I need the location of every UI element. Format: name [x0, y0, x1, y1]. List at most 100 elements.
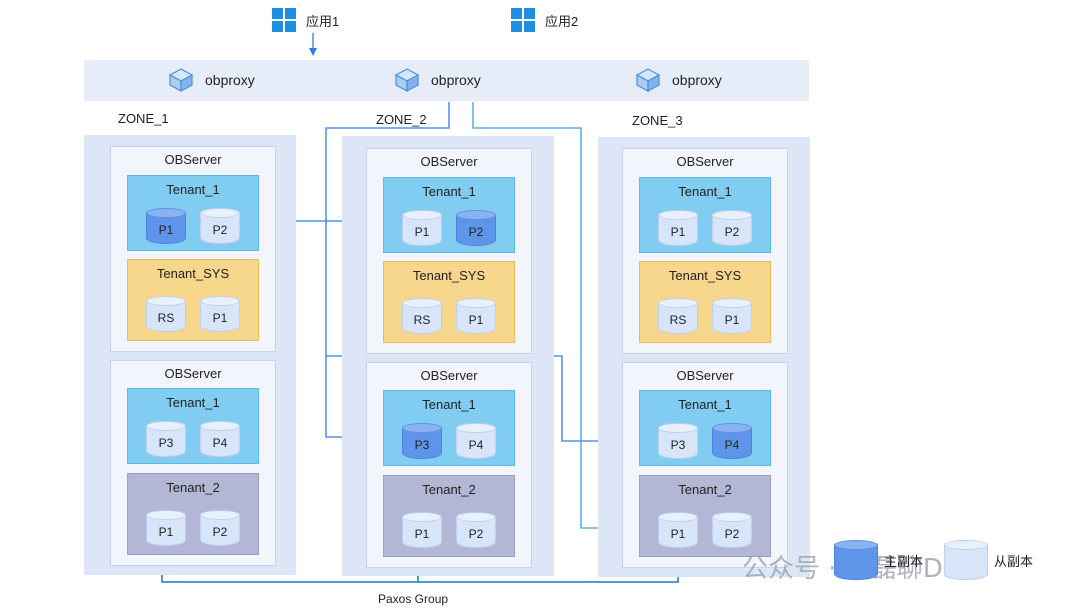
- tenant-sys: Tenant_SYS RS P1: [383, 261, 515, 343]
- observer-zone1-1: OBServer Tenant_1 P1 P2 Tenant_SYS RS P1: [110, 146, 276, 352]
- legend-follower: 从副本: [944, 540, 1033, 580]
- tenant-sys: Tenant_SYS RS P1: [639, 261, 771, 343]
- tenant-title: Tenant_1: [422, 397, 476, 412]
- obproxy-layer: [84, 60, 809, 101]
- tenant-2: Tenant_2 P1 P2: [383, 475, 515, 557]
- follower-replica: RS: [658, 298, 698, 334]
- database-cylinder-icon: [402, 512, 442, 522]
- database-cylinder-icon: [200, 421, 240, 431]
- tenant-1: Tenant_1 P3 P4: [639, 390, 771, 466]
- observer-title: OBServer: [420, 154, 478, 169]
- tenant-1: Tenant_1 P1 P2: [639, 177, 771, 253]
- follower-replica: P2: [456, 512, 496, 548]
- zone-1-label: ZONE_1: [118, 111, 169, 126]
- tenant-title: Tenant_1: [678, 397, 732, 412]
- tenant-2: Tenant_2 P1 P2: [639, 475, 771, 557]
- app-1-label: 应用1: [306, 13, 340, 29]
- observer-zone3-1: OBServer Tenant_1 P1 P2 Tenant_SYS RS P1: [622, 148, 788, 354]
- database-cylinder-icon: [834, 540, 878, 580]
- observer-zone2-1: OBServer Tenant_1 P1 P2 Tenant_SYS RS P1: [366, 148, 532, 354]
- follower-replica: P1: [456, 298, 496, 334]
- observer-title: OBServer: [164, 366, 222, 381]
- tenant-1: Tenant_1 P1 P2: [127, 175, 259, 251]
- tenant-1: Tenant_1 P3 P4: [383, 390, 515, 466]
- database-cylinder-icon: [402, 298, 442, 308]
- tenant-title: Tenant_2: [678, 482, 732, 497]
- follower-replica: P1: [712, 298, 752, 334]
- database-cylinder-icon: [146, 208, 186, 218]
- follower-replica: P2: [200, 208, 240, 244]
- paxos-group-label: Paxos Group: [378, 592, 449, 606]
- database-cylinder-icon: [712, 298, 752, 308]
- follower-replica: P2: [200, 510, 240, 546]
- follower-replica: P4: [200, 421, 240, 457]
- tenant-title: Tenant_1: [678, 184, 732, 199]
- leader-replica: P1: [146, 208, 186, 244]
- tenant-1: Tenant_1 P1 P2: [383, 177, 515, 253]
- app-1: 应用1: [272, 8, 339, 32]
- app-2: 应用2: [511, 8, 578, 32]
- database-cylinder-icon: [658, 512, 698, 522]
- observer-title: OBServer: [164, 152, 222, 167]
- follower-replica: P4: [456, 423, 496, 459]
- observer-zone2-2: OBServer Tenant_1 P3 P4 Tenant_2 P1 P2: [366, 362, 532, 568]
- legend-follower-label: 从副本: [994, 553, 1034, 569]
- follower-replica: P1: [146, 510, 186, 546]
- database-cylinder-icon: [456, 210, 496, 220]
- obproxy-3: obproxy: [634, 66, 722, 94]
- database-cylinder-icon: [200, 208, 240, 218]
- leader-replica: P2: [456, 210, 496, 246]
- database-cylinder-icon: [456, 512, 496, 522]
- zone-2-label: ZONE_2: [376, 112, 427, 127]
- observer-title: OBServer: [420, 368, 478, 383]
- follower-replica: P3: [658, 423, 698, 459]
- follower-replica: P1: [658, 512, 698, 548]
- database-cylinder-icon: [712, 423, 752, 433]
- windows-icon: [511, 8, 535, 32]
- tenant-title: Tenant_SYS: [156, 266, 230, 281]
- tenant-2: Tenant_2 P1 P2: [127, 473, 259, 555]
- tenant-title: Tenant_1: [166, 395, 220, 410]
- database-cylinder-icon: [712, 210, 752, 220]
- leader-replica: P3: [402, 423, 442, 459]
- tenant-title: Tenant_SYS: [412, 268, 486, 283]
- obproxy-icon: [168, 68, 194, 93]
- tenant-title: Tenant_1: [422, 184, 476, 199]
- follower-replica: P2: [712, 210, 752, 246]
- windows-icon: [272, 8, 296, 32]
- obproxy-2: obproxy: [393, 66, 481, 94]
- tenant-1: Tenant_1 P3 P4: [127, 388, 259, 464]
- leader-replica: P4: [712, 423, 752, 459]
- obproxy-2-label: obproxy: [431, 72, 481, 88]
- tenant-title: Tenant_SYS: [668, 268, 742, 283]
- zone-3-label: ZONE_3: [632, 113, 683, 128]
- observer-zone1-2: OBServer Tenant_1 P3 P4 Tenant_2 P1 P2: [110, 360, 276, 566]
- database-cylinder-icon: [200, 296, 240, 306]
- database-cylinder-icon: [146, 421, 186, 431]
- database-cylinder-icon: [146, 510, 186, 520]
- obproxy-1: obproxy: [167, 66, 255, 94]
- obproxy-icon: [635, 68, 661, 93]
- obproxy-icon: [394, 68, 420, 93]
- database-cylinder-icon: [658, 210, 698, 220]
- app-2-label: 应用2: [545, 13, 579, 29]
- database-cylinder-icon: [402, 210, 442, 220]
- follower-replica: P1: [402, 210, 442, 246]
- observer-title: OBServer: [676, 368, 734, 383]
- obproxy-3-label: obproxy: [672, 72, 722, 88]
- tenant-sys: Tenant_SYS RS P1: [127, 259, 259, 341]
- observer-zone3-2: OBServer Tenant_1 P3 P4 Tenant_2 P1 P2: [622, 362, 788, 568]
- tenant-title: Tenant_2: [422, 482, 476, 497]
- legend-leader-label: 主副本: [884, 553, 924, 569]
- follower-replica: P3: [146, 421, 186, 457]
- tenant-title: Tenant_2: [166, 480, 220, 495]
- database-cylinder-icon: [944, 540, 988, 580]
- follower-replica: P1: [200, 296, 240, 332]
- database-cylinder-icon: [456, 298, 496, 308]
- database-cylinder-icon: [200, 510, 240, 520]
- follower-replica: RS: [146, 296, 186, 332]
- follower-replica: P1: [658, 210, 698, 246]
- obproxy-1-label: obproxy: [205, 72, 255, 88]
- database-cylinder-icon: [456, 423, 496, 433]
- tenant-title: Tenant_1: [166, 182, 220, 197]
